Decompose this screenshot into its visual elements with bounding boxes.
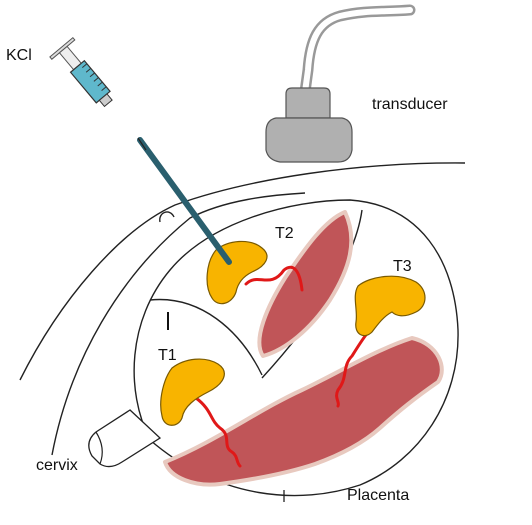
label-transducer: transducer bbox=[372, 96, 448, 113]
needle bbox=[137, 137, 232, 265]
fetus-t3 bbox=[354, 275, 426, 337]
abdomen-inner-curve bbox=[51, 192, 306, 456]
transducer-probe bbox=[265, 87, 353, 163]
abdomen-outer-curve bbox=[19, 162, 466, 381]
cervix-shape bbox=[88, 409, 162, 468]
label-t2: T2 bbox=[275, 225, 294, 242]
cord-t1 bbox=[194, 396, 242, 468]
cord-t2 bbox=[244, 265, 304, 292]
label-placenta: Placenta bbox=[347, 487, 409, 504]
placenta-upper bbox=[257, 210, 354, 358]
label-cervix: cervix bbox=[36, 457, 78, 474]
placenta-lower bbox=[163, 336, 444, 487]
membrane-t1-sac bbox=[149, 298, 263, 376]
label-t1: T1 bbox=[158, 347, 177, 364]
skin-notch bbox=[159, 211, 175, 223]
label-t3: T3 bbox=[393, 258, 412, 275]
fetus-t1 bbox=[160, 358, 225, 426]
syringe bbox=[49, 36, 113, 108]
transducer-cable bbox=[299, 4, 416, 98]
label-kcl: KCl bbox=[6, 47, 32, 64]
